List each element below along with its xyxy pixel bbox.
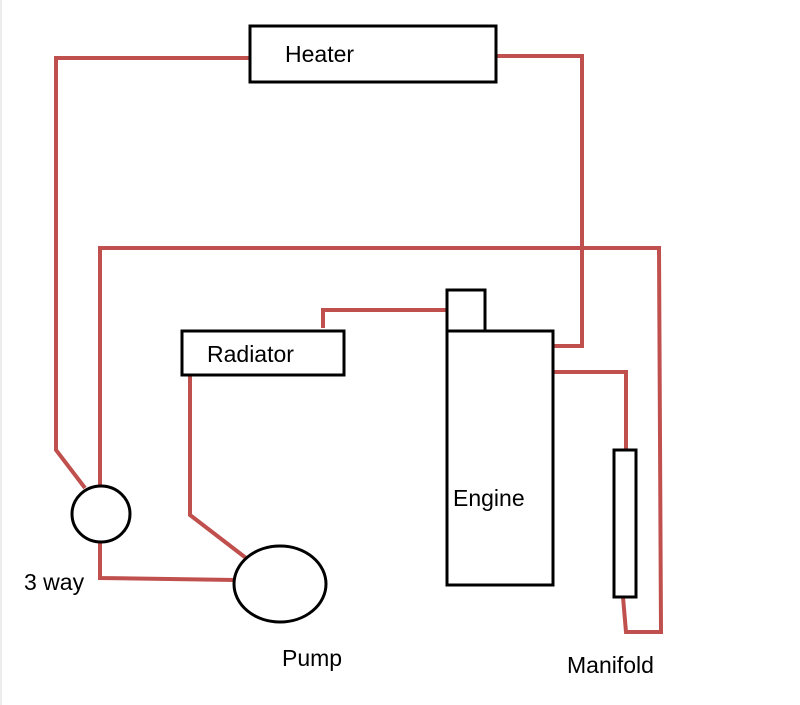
three-way-valve <box>70 484 132 544</box>
three-way-label: 3 way <box>24 569 85 595</box>
engine-cap-box <box>445 288 487 333</box>
manifold-box <box>612 448 638 599</box>
pipe-3way-to-pump <box>98 542 237 582</box>
pipe-engine-cap-to-radiator <box>321 308 447 328</box>
pipe-manifold-to-3way <box>98 246 664 634</box>
pipe-heater-to-3way <box>54 56 250 490</box>
engine-box <box>445 329 555 587</box>
manifold-label: Manifold <box>567 652 654 678</box>
radiator-label: Radiator <box>207 341 294 367</box>
heater-box <box>248 24 498 84</box>
pump-circle <box>232 544 328 624</box>
pipe-heater-to-engine <box>496 54 584 348</box>
pipes <box>54 54 664 634</box>
pipe-radiator-to-pump <box>188 376 248 560</box>
pump-label: Pump <box>282 645 342 671</box>
pipe-engine-to-manifold <box>553 370 628 450</box>
heater-label: Heater <box>285 41 354 67</box>
radiator-box <box>180 329 346 377</box>
engine-label: Engine <box>453 485 525 511</box>
